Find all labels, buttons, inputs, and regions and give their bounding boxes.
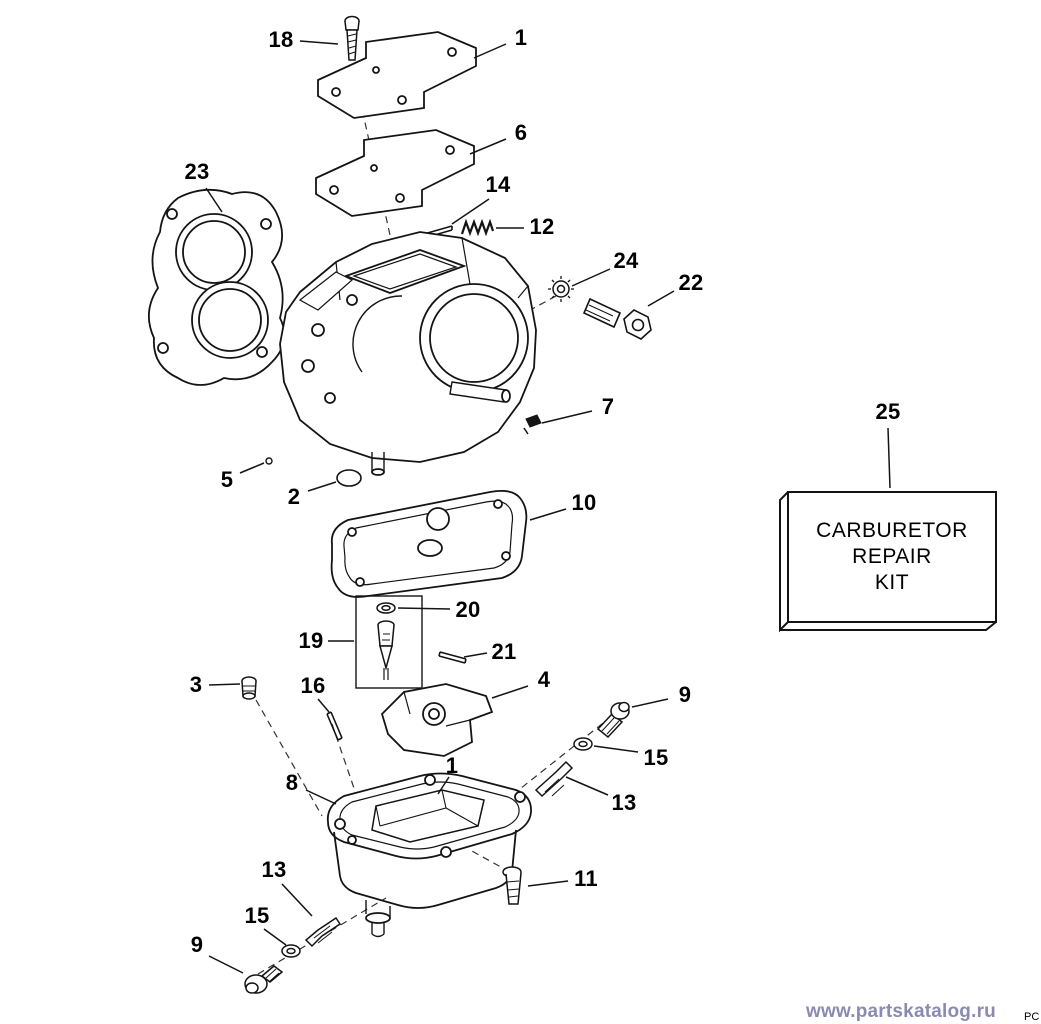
part-12-spring xyxy=(460,218,495,237)
callout-leader-lines xyxy=(205,40,891,974)
leader-line-6 xyxy=(469,138,507,155)
part-7-plug xyxy=(523,414,542,435)
callout-15-lower: 15 xyxy=(244,903,270,928)
leader-line-13-lower xyxy=(281,883,313,917)
part-18-screw xyxy=(344,15,360,61)
leader-line-25 xyxy=(887,427,891,489)
leader-line-8 xyxy=(305,789,337,805)
leader-line-1-bowl xyxy=(437,776,450,795)
leader-line-5 xyxy=(239,462,265,474)
part-20-washer xyxy=(376,602,396,614)
leader-line-1 xyxy=(473,43,507,59)
leader-line-22 xyxy=(647,290,675,307)
callout-7: 7 xyxy=(601,394,615,419)
callout-24: 24 xyxy=(613,248,639,273)
part-23-gasket xyxy=(148,188,286,386)
part-4-float xyxy=(380,683,494,757)
leader-line-21 xyxy=(463,652,488,658)
part-19-group-box xyxy=(355,595,423,689)
part-6-plate xyxy=(315,129,475,217)
callout-6: 6 xyxy=(514,120,528,145)
callout-3: 3 xyxy=(189,672,203,697)
part-9-right-screw xyxy=(596,701,630,739)
callout-15-upper: 15 xyxy=(643,745,669,770)
part-1-link-plate xyxy=(317,31,477,119)
leader-line-18 xyxy=(299,40,339,45)
part-13-left-needle xyxy=(304,916,342,948)
part-15-right-washer xyxy=(573,737,593,751)
callout-14: 14 xyxy=(485,172,511,197)
part-13-right-needle xyxy=(534,760,574,798)
leader-line-2 xyxy=(307,481,337,492)
leader-line-16 xyxy=(317,698,330,713)
callout-18: 18 xyxy=(268,27,294,52)
callout-13-lower: 13 xyxy=(261,857,287,882)
repair-kit-box xyxy=(779,491,997,633)
part-9-left-screw xyxy=(244,965,284,994)
leader-line-9-lower xyxy=(208,955,244,974)
leader-line-15-upper xyxy=(593,745,639,753)
leader-line-10 xyxy=(529,508,567,521)
part-3-plug-screw xyxy=(241,676,257,700)
part-8-float-bowl xyxy=(326,772,532,938)
leader-line-15-lower xyxy=(263,928,287,946)
leader-line-4 xyxy=(491,685,529,699)
callout-21: 21 xyxy=(491,639,517,664)
callout-8: 8 xyxy=(285,770,299,795)
leader-line-13-upper xyxy=(565,776,609,796)
callout-9-upper: 9 xyxy=(678,682,692,707)
callout-22: 22 xyxy=(678,270,704,295)
leader-line-14 xyxy=(451,198,490,225)
part-16-pin xyxy=(326,711,343,741)
leader-line-24 xyxy=(571,268,611,287)
kit-line-1: CARBURETOR xyxy=(816,519,968,542)
callout-19: 19 xyxy=(298,628,324,653)
kit-line-3: KIT xyxy=(874,571,910,594)
leader-line-9-upper xyxy=(631,698,669,708)
part-11-screw xyxy=(502,866,522,905)
part-22-bolt xyxy=(582,297,652,340)
repair-kit-label: CARBURETOR REPAIR KIT xyxy=(788,492,996,622)
callout-13-upper: 13 xyxy=(611,790,637,815)
leader-line-7 xyxy=(541,410,593,424)
part-5-pin xyxy=(265,457,273,465)
part-carburetor-body xyxy=(279,231,537,476)
corner-text: PC xyxy=(1024,1011,1040,1023)
leader-line-23 xyxy=(205,187,223,213)
callout-2: 2 xyxy=(287,484,301,509)
part-10-bowl-gasket xyxy=(330,489,528,598)
part-15-left-washer xyxy=(281,944,301,958)
callout-5: 5 xyxy=(220,467,234,492)
leader-line-3 xyxy=(208,683,241,686)
leader-line-20 xyxy=(397,607,451,610)
leader-line-11 xyxy=(527,880,569,887)
part-24-lock-washer xyxy=(548,276,574,302)
callout-20: 20 xyxy=(455,597,481,622)
part-21-pin xyxy=(438,651,467,664)
part-needle-valve xyxy=(377,620,395,680)
callout-10: 10 xyxy=(571,490,597,515)
callout-11: 11 xyxy=(574,866,598,891)
callout-16: 16 xyxy=(300,673,326,698)
watermark: www.partskatalog.ru xyxy=(806,1001,996,1022)
callout-9-lower: 9 xyxy=(190,932,204,957)
callout-25: 25 xyxy=(875,399,901,424)
kit-line-2: REPAIR xyxy=(852,545,932,568)
part-2-seal xyxy=(336,469,362,487)
callout-1: 1 xyxy=(514,25,528,50)
callout-4: 4 xyxy=(537,667,551,692)
callout-23: 23 xyxy=(184,159,210,184)
callout-12: 12 xyxy=(529,214,555,239)
callout-1-bowl: 1 xyxy=(445,753,459,778)
